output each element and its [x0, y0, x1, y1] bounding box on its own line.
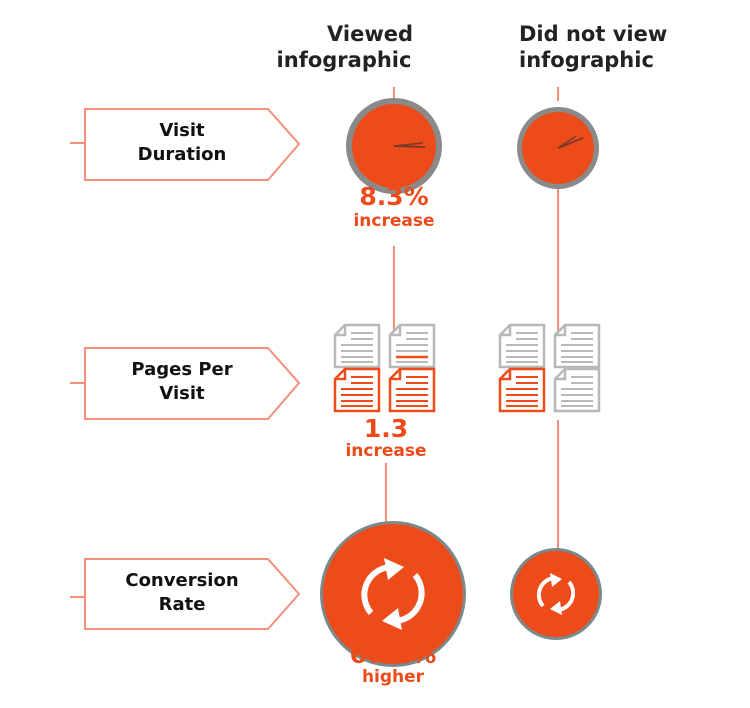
stopwatch-icon [346, 98, 442, 194]
document-icon [498, 367, 546, 413]
document-icon [388, 367, 436, 413]
refresh-icon [320, 521, 466, 667]
row-label-visit-duration: Visit Duration [84, 108, 301, 181]
row-label-line1: Visit [159, 120, 205, 141]
conversion-rate-value: 67.8% [350, 640, 437, 669]
stopwatch-icon [517, 107, 599, 189]
document-icon [333, 367, 381, 413]
column-header-line2: infographic [277, 48, 412, 72]
refresh-icon [510, 548, 602, 640]
document-icon [553, 367, 601, 413]
pages-per-visit-caption: increase [345, 441, 426, 461]
conversion-rate-caption: higher [362, 667, 425, 687]
row-label-pages-per-visit: Pages Per Visit [84, 347, 301, 420]
document-icon [333, 323, 381, 369]
column-header-not-viewed: Did not view infographic [519, 22, 667, 72]
document-icon [553, 323, 601, 369]
visit-duration-caption: increase [353, 211, 434, 231]
column-header-line2: infographic [519, 48, 654, 72]
column-header-line1: Did not view [519, 22, 667, 46]
pages-per-visit-value: 1.3 [364, 414, 408, 443]
column-header-viewed: Viewed infographic [277, 22, 413, 72]
visit-duration-value: 8.3% [359, 182, 428, 211]
document-icon [498, 323, 546, 369]
row-label-line2: Duration [138, 144, 227, 165]
connector-lines [70, 87, 559, 598]
pages-viewed-icons [333, 323, 436, 413]
row-label-conversion-rate: Conversion Rate [84, 558, 301, 630]
pages-not-viewed-icons [498, 323, 601, 413]
column-header-line1: Viewed [327, 22, 413, 46]
row-label-line2: Visit [159, 383, 205, 404]
row-label-line1: Conversion [125, 570, 238, 591]
row-label-line1: Pages Per [131, 359, 232, 380]
row-label-line2: Rate [159, 594, 206, 615]
document-icon [388, 323, 436, 369]
